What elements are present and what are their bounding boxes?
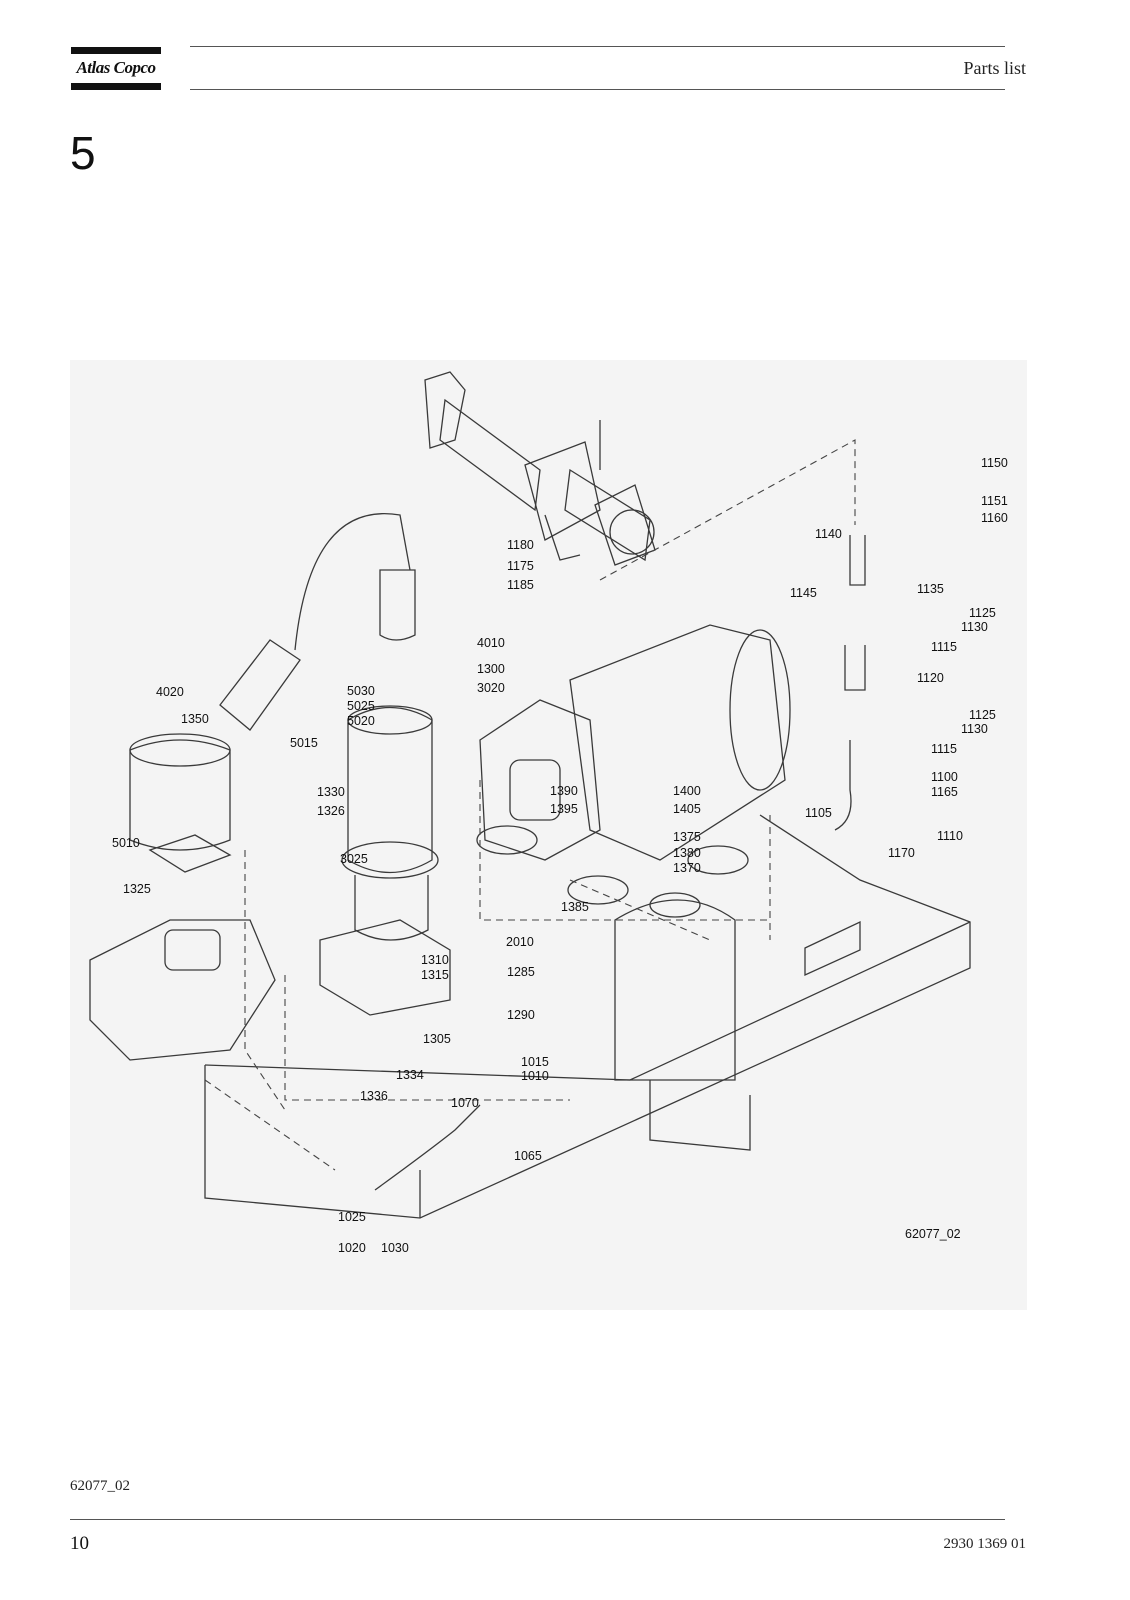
callout-1300: 1300 bbox=[477, 662, 505, 676]
header-rule-top bbox=[190, 46, 1005, 47]
drawing-dashed-guides bbox=[204, 439, 856, 1171]
callout-1065: 1065 bbox=[514, 1149, 542, 1163]
callout-1185: 1185 bbox=[507, 578, 534, 592]
callout-1330: 1330 bbox=[317, 785, 345, 799]
callout-1405: 1405 bbox=[673, 802, 701, 816]
callout-1150: 1150 bbox=[981, 456, 1008, 470]
callout-1165: 1165 bbox=[931, 785, 958, 799]
callout-1380: 1380 bbox=[673, 846, 701, 860]
drawing-reference-number: 62077_02 bbox=[905, 1227, 961, 1241]
callout-1125: 1125 bbox=[969, 606, 996, 620]
callout-1070: 1070 bbox=[451, 1096, 479, 1110]
callout-1130: 1130 bbox=[961, 722, 988, 736]
callout-1120: 1120 bbox=[917, 671, 944, 685]
callout-4020: 4020 bbox=[156, 685, 184, 699]
callout-1375: 1375 bbox=[673, 830, 701, 844]
section-number: 5 bbox=[70, 127, 96, 179]
callout-1305: 1305 bbox=[423, 1032, 451, 1046]
callout-1135: 1135 bbox=[917, 582, 944, 596]
callout-1145: 1145 bbox=[790, 586, 817, 600]
callout-5010: 5010 bbox=[112, 836, 140, 850]
footer-rule bbox=[70, 1519, 1005, 1520]
header-title: Parts list bbox=[963, 58, 1026, 78]
callout-1160: 1160 bbox=[981, 511, 1008, 525]
callout-1170: 1170 bbox=[888, 846, 915, 860]
callout-1115: 1115 bbox=[931, 742, 957, 756]
callout-1310: 1310 bbox=[421, 953, 449, 967]
callout-1336: 1336 bbox=[360, 1089, 388, 1103]
callout-1100: 1100 bbox=[931, 770, 958, 784]
logo-bar-bottom bbox=[71, 83, 161, 90]
callout-1010: 1010 bbox=[521, 1069, 549, 1083]
callout-1285: 1285 bbox=[507, 965, 535, 979]
header-rule-bottom bbox=[190, 89, 1005, 90]
callout-1370: 1370 bbox=[673, 861, 701, 875]
atlas-copco-logo: Atlas Copco bbox=[71, 47, 161, 92]
callout-1130: 1130 bbox=[961, 620, 988, 634]
logo-wordmark: Atlas Copco bbox=[76, 58, 156, 77]
figure-caption: 62077_02 bbox=[70, 1478, 130, 1494]
callout-4010: 4010 bbox=[477, 636, 505, 650]
callout-5020: 5020 bbox=[347, 714, 375, 728]
callout-1020: 1020 bbox=[338, 1241, 366, 1255]
callout-1315: 1315 bbox=[421, 968, 449, 982]
callout-3025: 3025 bbox=[340, 852, 368, 866]
logo-bar-top bbox=[71, 47, 161, 54]
callout-1140: 1140 bbox=[815, 527, 842, 541]
callout-1385: 1385 bbox=[561, 900, 589, 914]
callout-1125: 1125 bbox=[969, 708, 996, 722]
callout-1105: 1105 bbox=[805, 806, 832, 820]
callout-3020: 3020 bbox=[477, 681, 505, 695]
callout-5030: 5030 bbox=[347, 684, 375, 698]
document-number: 2930 1369 01 bbox=[943, 1536, 1027, 1552]
callout-1400: 1400 bbox=[673, 784, 701, 798]
callout-5015: 5015 bbox=[290, 736, 318, 750]
callout-1025: 1025 bbox=[338, 1210, 366, 1224]
callout-1015: 1015 bbox=[521, 1055, 549, 1069]
drawing-linework bbox=[89, 371, 971, 1219]
callout-2010: 2010 bbox=[506, 935, 534, 949]
callout-1151: 1151 bbox=[981, 494, 1008, 508]
page-number: 10 bbox=[70, 1533, 89, 1554]
callout-1326: 1326 bbox=[317, 804, 345, 818]
callout-1175: 1175 bbox=[507, 559, 534, 573]
callout-1395: 1395 bbox=[550, 802, 578, 816]
callout-1334: 1334 bbox=[396, 1068, 424, 1082]
callout-1115: 1115 bbox=[931, 640, 957, 654]
callout-1030: 1030 bbox=[381, 1241, 409, 1255]
callout-1110: 1110 bbox=[937, 829, 963, 843]
callout-1390: 1390 bbox=[550, 784, 578, 798]
callout-1180: 1180 bbox=[507, 538, 534, 552]
callout-1290: 1290 bbox=[507, 1008, 535, 1022]
callout-1325: 1325 bbox=[123, 882, 151, 896]
callout-1350: 1350 bbox=[181, 712, 209, 726]
callout-5025: 5025 bbox=[347, 699, 375, 713]
